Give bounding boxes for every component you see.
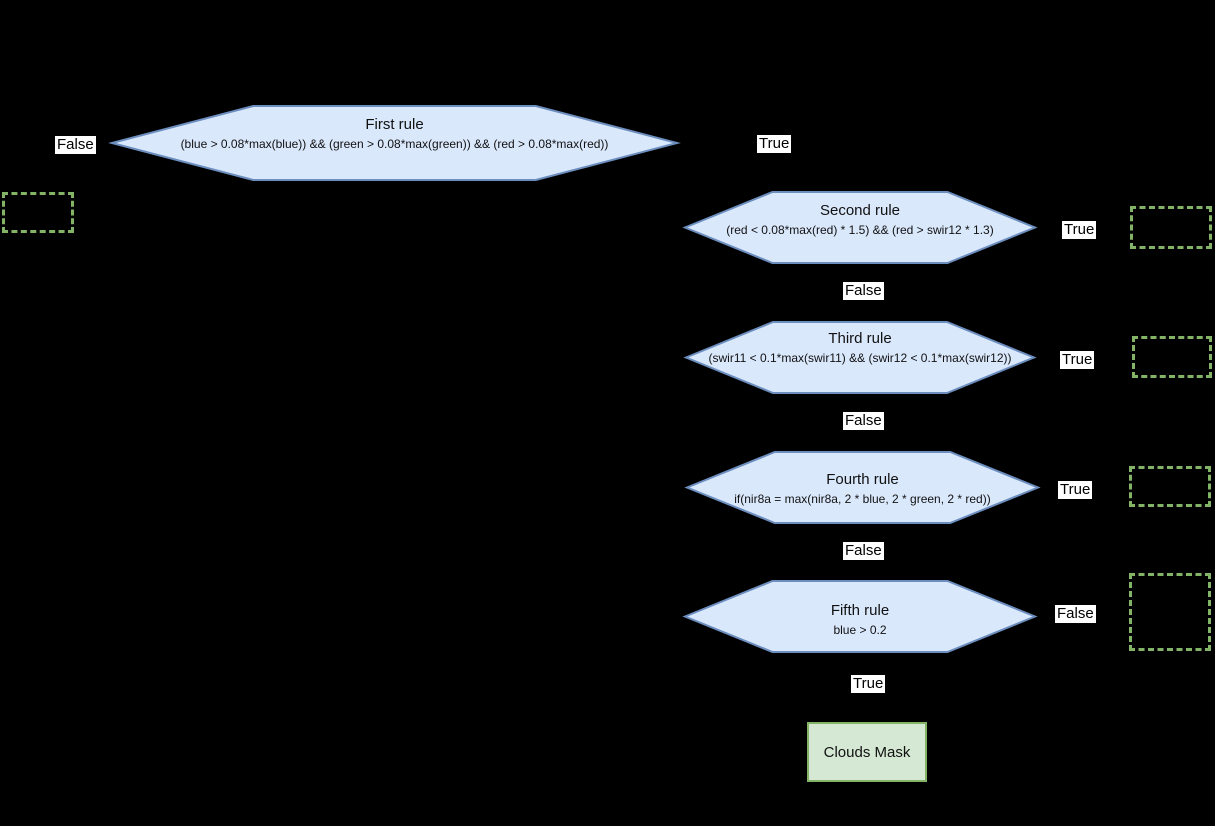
hexagon-shape-icon bbox=[685, 192, 1035, 263]
edge-label-second-false: False bbox=[843, 282, 884, 300]
rule-condition: (blue > 0.08*max(blue)) && (green > 0.08… bbox=[180, 137, 609, 151]
rule-title: Fifth rule bbox=[830, 602, 890, 619]
rule-title: Third rule bbox=[828, 330, 892, 347]
edge-label-third-false: False bbox=[843, 412, 884, 430]
rule-title: First rule bbox=[365, 116, 424, 133]
hexagon-shape-icon bbox=[686, 322, 1034, 393]
rule-title: Fourth rule bbox=[826, 471, 899, 488]
rule-hexagon-third: Third rule (swir11 < 0.1*max(swir11) && … bbox=[686, 322, 1034, 393]
rule-hexagon-fourth: Fourth rule if(nir8a = max(nir8a, 2 * bl… bbox=[687, 452, 1038, 523]
rule-condition: (swir11 < 0.1*max(swir11) && (swir12 < 0… bbox=[708, 351, 1012, 365]
rule-hexagon-second: Second rule (red < 0.08*max(red) * 1.5) … bbox=[685, 192, 1035, 263]
hexagon-shape-icon bbox=[687, 452, 1038, 523]
rule-hexagon-fifth: Fifth rule blue > 0.2 bbox=[685, 581, 1035, 652]
hexagon-shape-icon bbox=[112, 106, 677, 180]
edge-label-first-true: True bbox=[757, 135, 792, 153]
placeholder-box-right-3 bbox=[1129, 466, 1211, 507]
placeholder-box-right-1 bbox=[1130, 206, 1212, 249]
edge-label-fifth-true: True bbox=[851, 675, 886, 693]
edge-label-fifth-false: False bbox=[1055, 605, 1096, 623]
edge-label-second-true: True bbox=[1062, 221, 1097, 239]
clouds-mask-label: Clouds Mask bbox=[823, 743, 911, 761]
placeholder-box-left bbox=[2, 192, 74, 233]
hexagon-shape-icon bbox=[685, 581, 1035, 652]
placeholder-box-right-2 bbox=[1132, 336, 1212, 378]
rule-condition: blue > 0.2 bbox=[833, 623, 887, 637]
rule-condition: if(nir8a = max(nir8a, 2 * blue, 2 * gree… bbox=[734, 492, 991, 506]
edge-label-first-false: False bbox=[55, 136, 96, 154]
edge-label-fourth-true: True bbox=[1058, 481, 1093, 499]
rule-title: Second rule bbox=[819, 202, 901, 219]
clouds-mask-node: Clouds Mask bbox=[807, 722, 927, 782]
rule-condition: (red < 0.08*max(red) * 1.5) && (red > sw… bbox=[726, 223, 994, 237]
edge-label-fourth-false: False bbox=[843, 542, 884, 560]
edge-label-third-true: True bbox=[1060, 351, 1095, 369]
rule-hexagon-first: First rule (blue > 0.08*max(blue)) && (g… bbox=[112, 106, 677, 180]
placeholder-box-right-4 bbox=[1129, 573, 1211, 651]
